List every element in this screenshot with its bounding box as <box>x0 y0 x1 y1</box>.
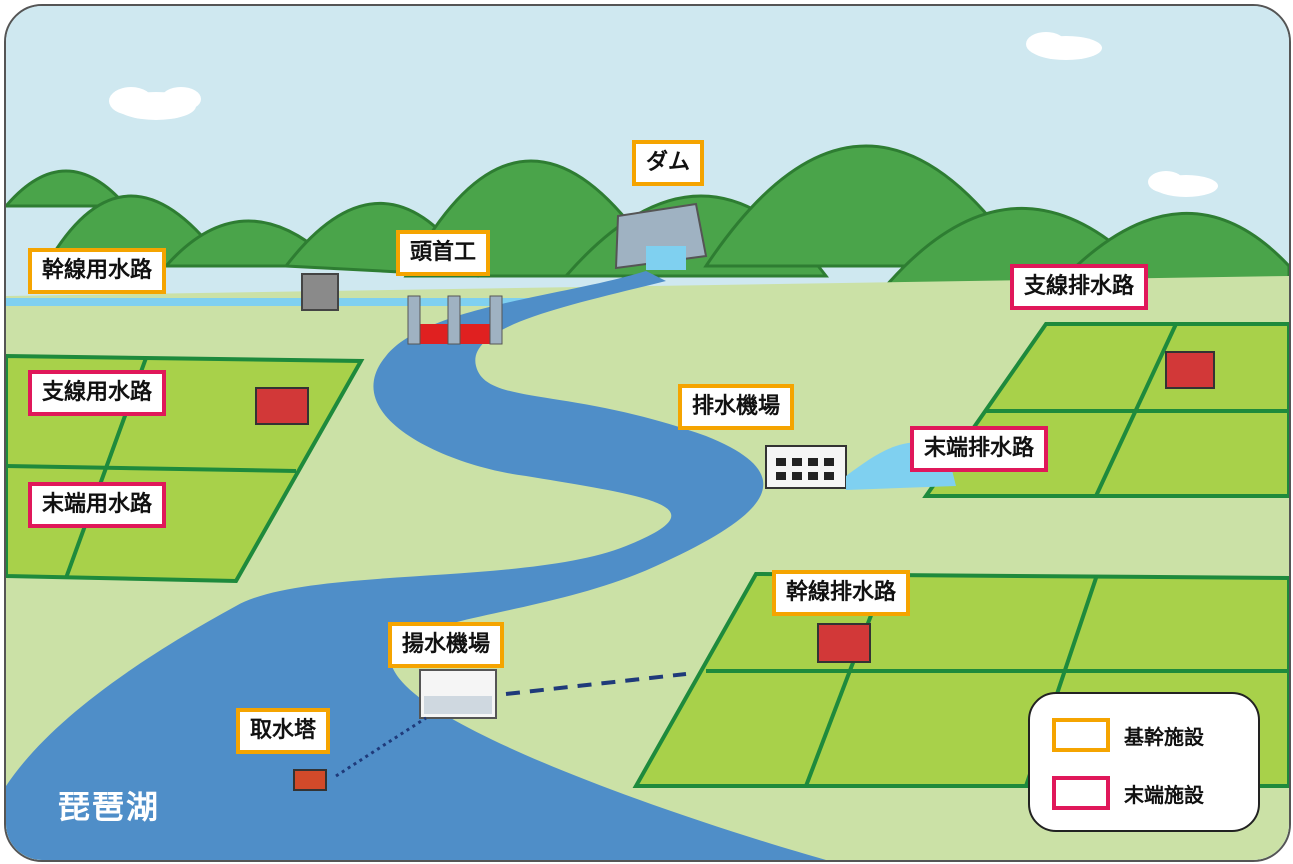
legend-row-terminal: 末端施設 <box>1052 776 1204 810</box>
headworks-structure <box>407 295 503 345</box>
tractors <box>255 351 1215 663</box>
pumping-station-building <box>419 669 497 719</box>
legend-row-core: 基幹施設 <box>1052 718 1204 752</box>
label-branch-drain: 支線排水路 <box>1010 264 1149 310</box>
illustration-frame: ダム 頭首工 幹線用水路 支線用水路 末端用水路 排水機場 支線排水路 末端排水… <box>4 4 1291 862</box>
intake-tower-structure <box>293 769 327 791</box>
legend: 基幹施設 末端施設 <box>1028 692 1260 832</box>
legend-text-core: 基幹施設 <box>1124 724 1204 749</box>
pump-pipeline <box>505 672 687 696</box>
lake-name: 琵琶湖 <box>58 788 161 826</box>
label-drainage-pump: 排水機場 <box>678 384 795 430</box>
legend-swatch-core <box>1052 718 1110 752</box>
label-intake-tower: 取水塔 <box>236 708 331 754</box>
label-main-drain: 幹線排水路 <box>772 570 911 616</box>
label-main-canal: 幹線用水路 <box>28 248 167 294</box>
legend-text-terminal: 末端施設 <box>1124 782 1204 807</box>
drainage-pump-building <box>765 445 847 489</box>
main-canal-line <box>6 298 566 306</box>
label-terminal-canal: 末端用水路 <box>28 482 167 528</box>
canal-gate <box>301 273 339 311</box>
legend-swatch-terminal <box>1052 776 1110 810</box>
dam-structure <box>614 202 708 270</box>
river <box>6 271 826 860</box>
label-headworks: 頭首工 <box>396 230 491 276</box>
label-terminal-drain: 末端排水路 <box>910 426 1049 472</box>
label-dam: ダム <box>632 140 705 186</box>
label-branch-canal: 支線用水路 <box>28 370 167 416</box>
label-pump-station: 揚水機場 <box>388 622 505 668</box>
clouds <box>109 32 1218 663</box>
